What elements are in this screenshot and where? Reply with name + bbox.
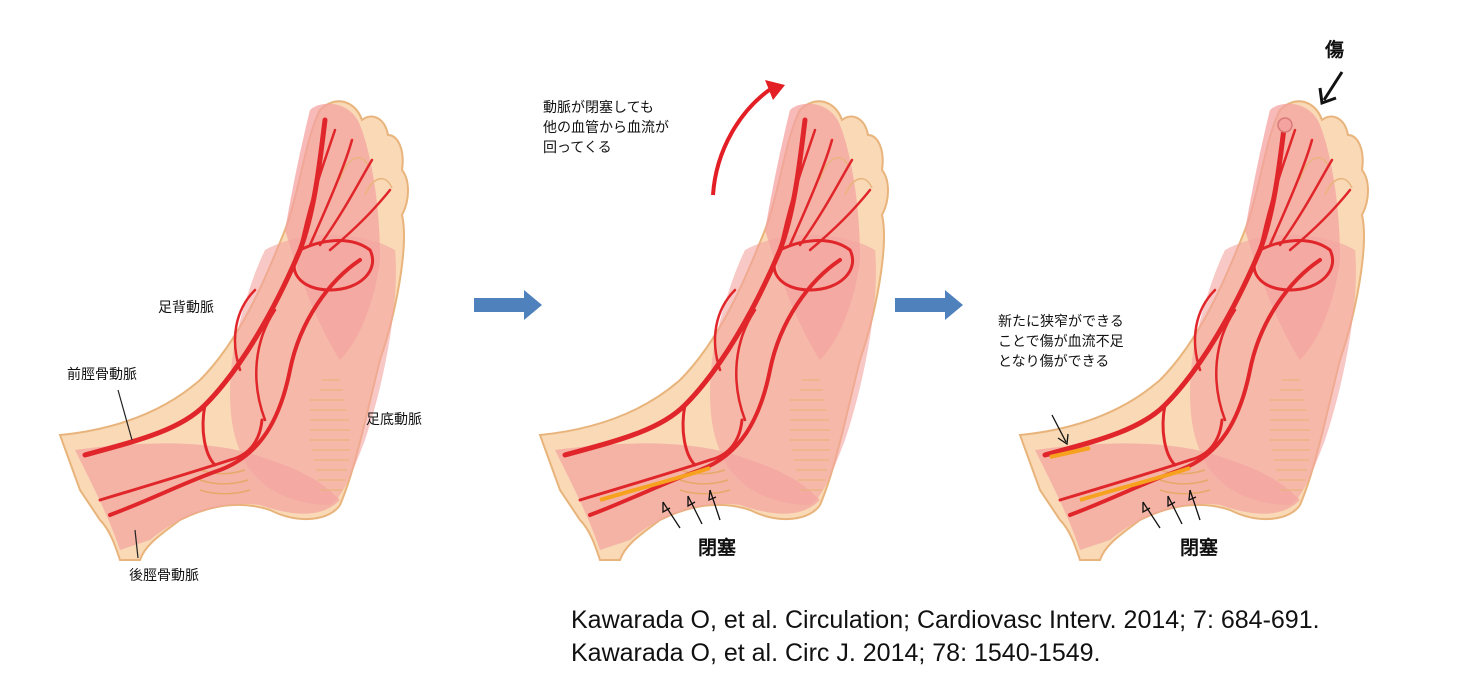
reference-line: Kawarada O, et al. Circ J. 2014; 78: 154…	[571, 639, 1101, 667]
label-posterior-tibial-artery: 後脛骨動脈	[129, 568, 199, 584]
note-line: ことで傷が血流不足	[998, 334, 1124, 350]
label-dorsalis-pedis-artery: 足背動脈	[158, 300, 214, 316]
label-occlusion-3: 閉塞	[1180, 537, 1219, 559]
label-wound: 傷	[1325, 39, 1345, 61]
note-line: 動脈が閉塞しても	[543, 100, 654, 116]
wound-spot	[1277, 117, 1293, 133]
process-arrow-2	[895, 290, 963, 320]
note-line: 他の血管から血流が	[543, 120, 669, 136]
collateral-flow-note: 動脈が閉塞しても 他の血管から血流が 回ってくる	[543, 98, 669, 158]
collateral-flow-arrow	[711, 80, 785, 196]
stenosis-note: 新たに狭窄ができる ことで傷が血流不足 となり傷ができる	[998, 312, 1124, 372]
label-occlusion-2: 閉塞	[698, 537, 737, 559]
foot-illustration-stenosis	[1020, 101, 1368, 560]
wound-pointer-arrow	[1318, 71, 1344, 106]
label-plantar-artery: 足底動脈	[366, 412, 422, 428]
occlusion-pointer-arrows-2	[662, 489, 721, 529]
stenosis-pointer-arrow	[1051, 414, 1069, 446]
note-line: 新たに狭窄ができる	[998, 314, 1124, 330]
note-line: となり傷ができる	[998, 354, 1110, 370]
foot-illustration-normal	[60, 101, 408, 560]
note-line: 回ってくる	[543, 140, 612, 156]
reference-line: Kawarada O, et al. Circulation; Cardiova…	[571, 606, 1320, 634]
process-arrow-1	[474, 290, 542, 320]
references: Kawarada O, et al. Circulation; Cardiova…	[571, 604, 1320, 670]
occlusion-pointer-arrows-3	[1142, 489, 1201, 529]
foot-illustration-occlusion	[540, 101, 888, 560]
label-anterior-tibial-artery: 前脛骨動脈	[67, 367, 137, 383]
